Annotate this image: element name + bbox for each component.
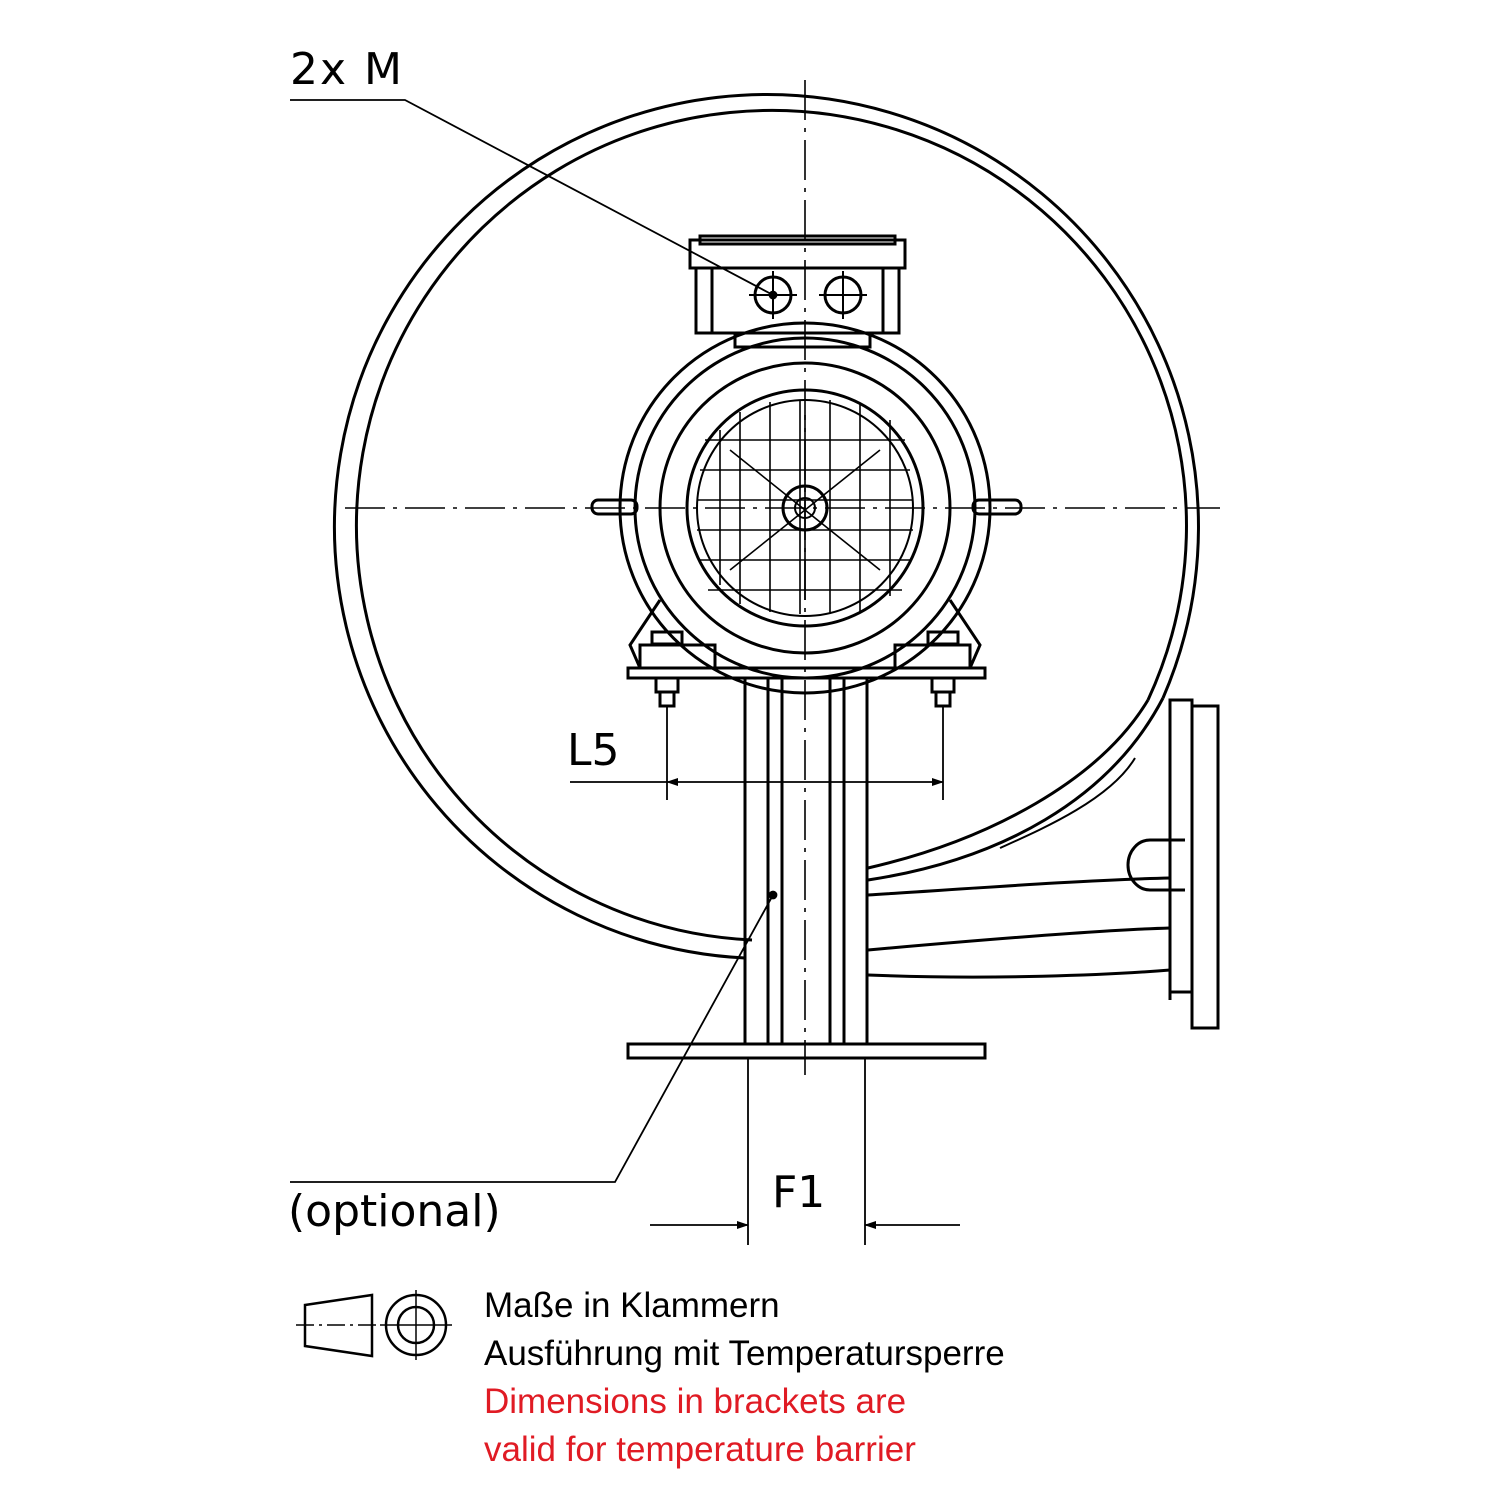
center-lines — [345, 80, 1220, 1075]
outlet-duct — [867, 698, 1220, 1030]
fan-housing — [332, 93, 1200, 960]
note-german-line2: Ausführung mit Temperatursperre — [484, 1334, 1005, 1373]
leader-lines — [290, 99, 778, 1183]
drawing-notes: Maße in Klammern Ausführung mit Temperat… — [484, 1282, 1005, 1474]
pedestal-stand — [626, 676, 987, 1060]
dimension-f1 — [650, 1058, 960, 1245]
note-english-line1: Dimensions in brackets are — [484, 1382, 907, 1421]
f1-label: F1 — [772, 1167, 825, 1218]
cable-entry-label: 2x M — [290, 44, 404, 95]
dimension-l5 — [570, 706, 944, 800]
first-angle-projection-icon — [296, 1290, 452, 1360]
note-german-line1: Maße in Klammern — [484, 1286, 780, 1325]
note-english-line2: valid for temperature barrier — [484, 1430, 916, 1469]
l5-label: L5 — [567, 725, 620, 776]
optional-label: (optional) — [288, 1186, 501, 1237]
cable-gland-icon — [819, 271, 867, 319]
terminal-box — [688, 234, 907, 349]
